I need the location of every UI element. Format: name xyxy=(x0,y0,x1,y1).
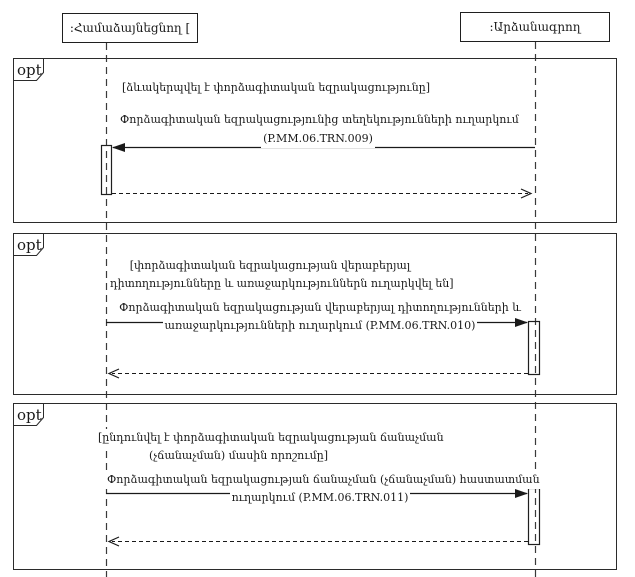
return-arrowhead-open-1 xyxy=(520,188,533,199)
guard-3-line-2: (չճանաչման) մասին որոշումը] xyxy=(146,447,331,465)
message-arrowhead-filled-1 xyxy=(112,143,125,152)
message-2-line-2: առաջարկությունների ուղարկում (P.MM.06.TR… xyxy=(162,317,478,335)
message-1-line-1: Փորձագիտական եզրակացությունից տեղեկությո… xyxy=(118,110,521,129)
fragment-operator-pentagon-3 xyxy=(13,403,44,426)
opt-fragment-2: opt xyxy=(13,233,617,395)
guard-2-line-1: [փորձագիտական եզրակացության վերաբերյալ xyxy=(127,257,413,275)
message-arrowhead-filled-2 xyxy=(515,318,528,327)
guard-1-line-1: [ձևակերպվել է փորձագիտական եզրակացությու… xyxy=(120,79,432,97)
guard-condition-2: [փորձագիտական եզրակացության վերաբերյալ դ… xyxy=(108,257,456,293)
actor-registrar-label: :Արձանագրող xyxy=(489,20,581,34)
guard-3-line-1: [ընդունվել է փորձագիտական եզրակացության … xyxy=(96,429,446,447)
message-label-3: Փորձագիտական եզրակացության ճանաչման (չճա… xyxy=(105,471,542,507)
guard-condition-1: [ձևակերպվել է փորձագիտական եզրակացությու… xyxy=(116,79,436,97)
fragment-operator-pentagon-2 xyxy=(13,233,44,256)
return-arrowhead-open-2 xyxy=(107,368,120,379)
message-3-line-2: ուղարկում (P.MM.06.TRN.011) xyxy=(229,489,411,507)
message-label-2: Փորձագիտական եզրակացության վերաբերյալ դի… xyxy=(110,299,530,335)
activation-bar-registrar-1 xyxy=(527,320,541,376)
activation-bar-coordinator xyxy=(100,144,113,196)
opt-fragment-3: opt xyxy=(13,403,617,570)
actor-registrar: :Արձանագրող xyxy=(460,12,610,42)
guard-condition-3: [ընդունվել է փորձագիտական եզրակացության … xyxy=(96,429,446,465)
message-label-1: Փորձագիտական եզրակացությունից տեղեկությո… xyxy=(118,110,521,148)
return-arrowhead-open-3 xyxy=(107,536,120,547)
opt-fragment-1: opt xyxy=(13,58,617,223)
message-3-line-1: Փորձագիտական եզրակացության ճանաչման (չճա… xyxy=(105,471,542,489)
fragment-operator-pentagon-1 xyxy=(13,58,44,81)
message-arrowhead-filled-3 xyxy=(515,489,528,498)
actor-coordinator: :Համաձայնեցնող [ xyxy=(62,13,198,43)
fragment-operator-label-2: opt xyxy=(17,236,42,254)
fragment-operator-label-3: opt xyxy=(17,406,42,424)
message-1-line-2: (P.MM.06.TRN.009) xyxy=(261,129,375,148)
guard-2-line-2: դիտողությունները և առաջարկություններն ու… xyxy=(108,275,456,293)
actor-coordinator-label: :Համաձայնեցնող [ xyxy=(69,21,191,35)
message-2-line-1: Փորձագիտական եզրակացության վերաբերյալ դի… xyxy=(117,299,523,317)
fragment-operator-label-1: opt xyxy=(17,61,42,79)
